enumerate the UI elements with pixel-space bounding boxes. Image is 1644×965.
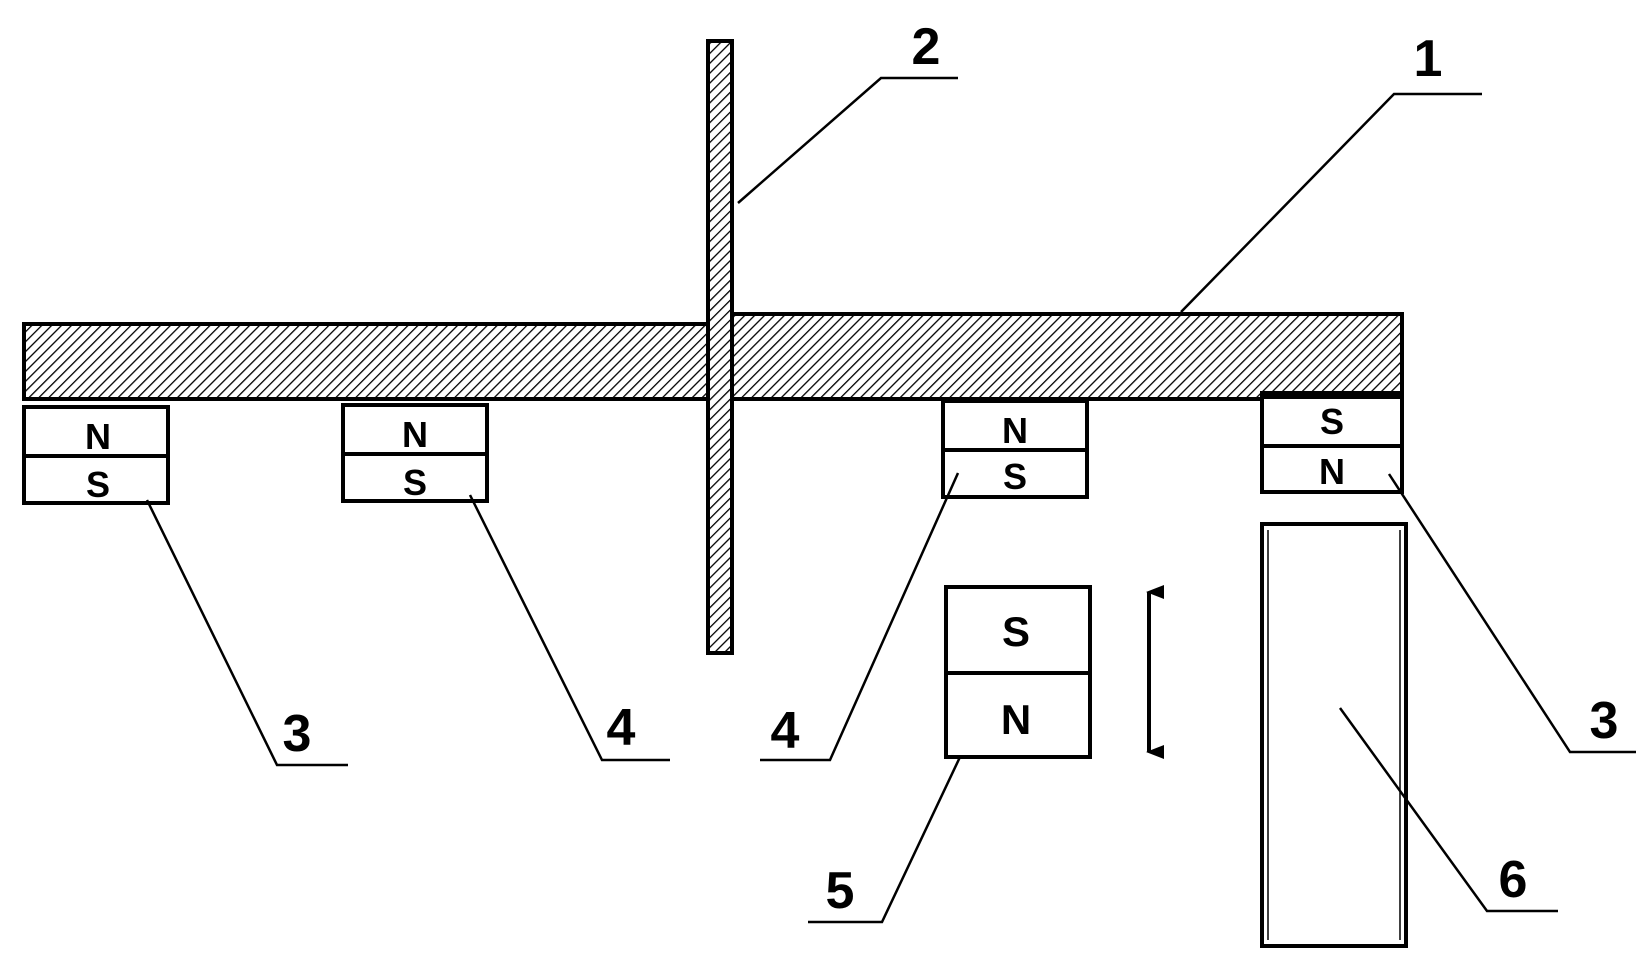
ref-label-body: 6: [1499, 851, 1528, 909]
ref-label-outer-right: 3: [1590, 692, 1619, 750]
ref-label-plate: 1: [1414, 30, 1443, 88]
magnet-4-bottom-pole: N: [1319, 451, 1345, 492]
ref-label-moving-magnet: 5: [826, 862, 855, 920]
leader-6: [1338, 707, 1558, 913]
leader-2: [737, 76, 958, 204]
ref-label-inner-left: 4: [607, 699, 636, 757]
leader-4-left: [468, 494, 670, 762]
magnet-1-top-pole: N: [85, 416, 111, 457]
magnet-2-bottom-pole: S: [403, 462, 427, 503]
leader-4-right: [760, 472, 960, 762]
magnet-outer-left: N S: [22, 405, 170, 505]
moving-magnet: S N: [944, 585, 1092, 759]
leader-3-right: [1387, 473, 1636, 754]
shaft: [706, 39, 734, 655]
magnet-inner-left: N S: [341, 403, 489, 503]
magnet-4-top-pole: S: [1320, 401, 1344, 442]
magnet-3-top-pole: N: [1002, 410, 1028, 451]
magnet-5-top-pole: S: [1002, 608, 1030, 655]
magnet-3-bottom-pole: S: [1003, 456, 1027, 497]
leader-lines: [145, 76, 1636, 924]
body-block: [1260, 522, 1408, 948]
ref-label-shaft: 2: [912, 18, 941, 76]
leader-3-left: [145, 499, 348, 767]
magnet-5-bottom-pole: N: [1001, 696, 1031, 743]
magnet-inner-right: N S: [941, 399, 1089, 499]
ref-label-outer-left: 3: [283, 705, 312, 763]
leader-1: [1180, 92, 1482, 313]
ref-label-inner-right: 4: [771, 702, 800, 760]
magnet-1-bottom-pole: S: [86, 464, 110, 505]
magnet-outer-right: S N: [1260, 395, 1404, 494]
leader-5: [808, 756, 962, 924]
magnet-2-top-pole: N: [402, 414, 428, 455]
